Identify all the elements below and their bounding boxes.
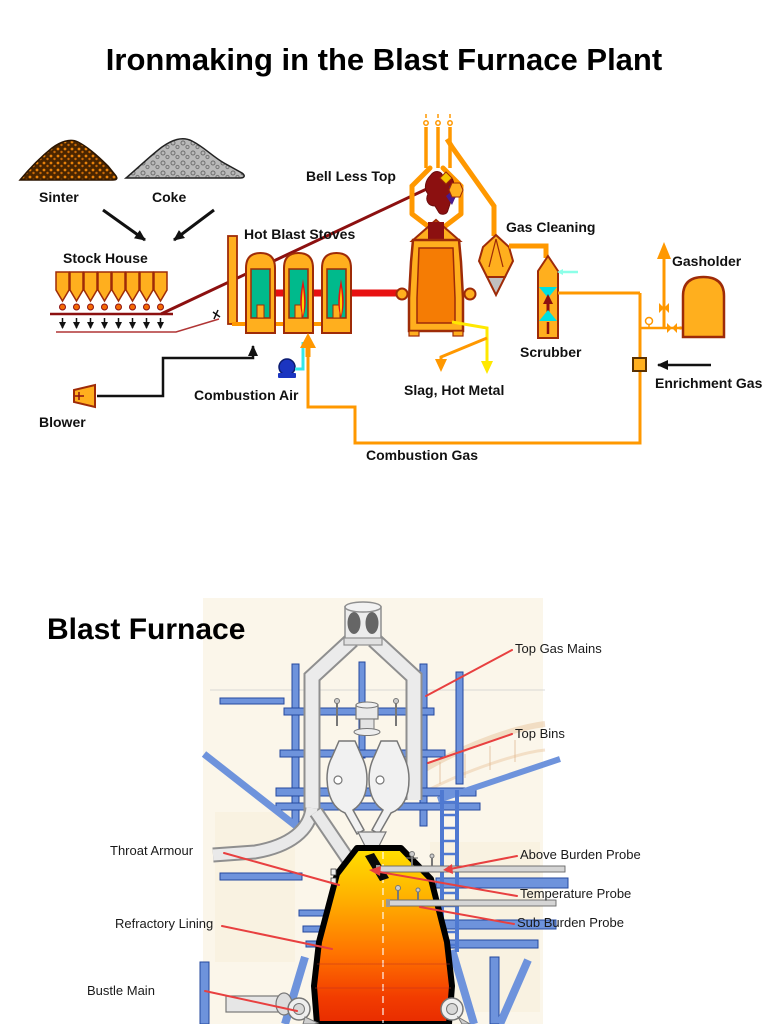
material-arrows [102,208,215,242]
label-refractory-lining: Refractory Lining [115,916,214,931]
label-bustle-main: Bustle Main [87,983,155,998]
gasholder-tank [681,275,726,339]
gas-uptakes [212,633,423,873]
bell-less-top [409,114,497,236]
top-bins [326,698,410,865]
slag-hot-metal-lines [435,320,493,374]
hot-blast-stoves [227,235,405,334]
label-top-bins: Top Bins [515,726,565,741]
label-throat-armour: Throat Armour [110,843,194,858]
label-enrichment-gas: Enrichment Gas [655,375,763,391]
label-sinter: Sinter [39,189,79,205]
enrichment-valve [632,357,647,372]
label-combustion-air: Combustion Air [194,387,299,403]
blast-furnace-detail-drawing [199,598,569,1024]
leader-lines [204,649,518,1012]
label-slag-hot-metal: Slag, Hot Metal [404,382,505,398]
blower-unit [73,345,258,409]
plant-flow-diagram [18,114,726,445]
label-stock-house: Stock House [63,250,148,266]
stove-flames [300,279,344,318]
label-blower: Blower [39,414,86,430]
scrubber [537,254,578,339]
tuyere-level [225,992,471,1024]
gas-piping [306,257,683,445]
gas-piping-glyphs [657,242,683,333]
page2-title: Blast Furnace [47,613,246,646]
combustion-air-pump [278,333,316,378]
label-combustion-gas: Combustion Gas [366,447,479,463]
label-above-burden-probe: Above Burden Probe [520,847,641,862]
page1-title: Ironmaking in the Blast Furnace Plant [105,42,663,77]
label-scrubber: Scrubber [520,344,582,360]
label-temperature-probe: Temperature Probe [520,886,632,901]
burden-conveyor-line [160,184,434,316]
label-gas-cleaning: Gas Cleaning [506,219,596,235]
dust-catcher [477,233,549,298]
blast-furnace-schematic [395,218,477,337]
coke-pile [123,138,245,179]
top-cylinder [343,601,383,646]
label-coke: Coke [152,189,187,205]
leader-arrowheads [369,864,453,876]
label-hot-blast-stoves: Hot Blast Stoves [244,226,356,242]
stock-house [50,271,221,333]
sinter-pile [18,139,118,181]
label-top-gas-mains: Top Gas Mains [515,641,602,656]
label-bell-less-top: Bell Less Top [306,168,396,184]
label-sub-burden-probe: Sub Burden Probe [517,915,624,930]
label-gasholder: Gasholder [672,253,742,269]
